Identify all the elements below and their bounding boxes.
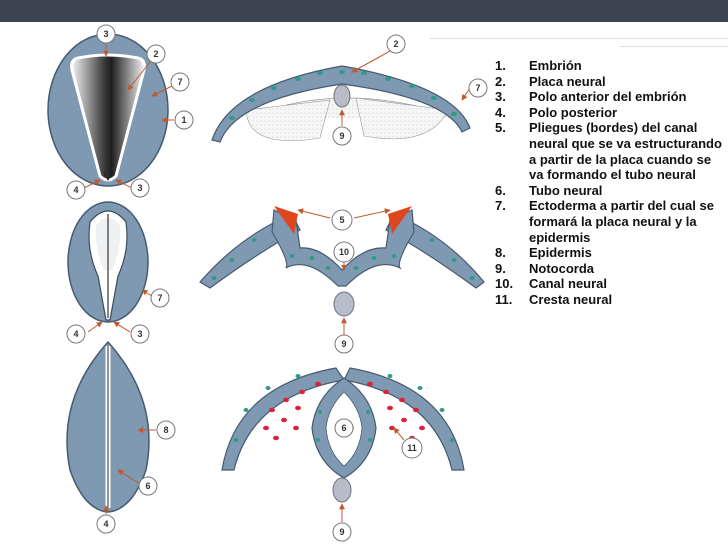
svg-text:6: 6 xyxy=(341,423,346,433)
legend-list: 1. Embrión 2. Placa neural 3. Polo anterior… xyxy=(495,58,725,308)
svg-text:9: 9 xyxy=(339,131,344,141)
svg-text:4: 4 xyxy=(73,329,78,339)
callout-x3-6: 6 xyxy=(334,418,354,438)
svg-text:9: 9 xyxy=(339,527,344,537)
callout-e3-6: 6 xyxy=(138,476,158,496)
legend-item: 7. Ectoderma a partir del cual se formará… xyxy=(495,198,725,245)
callout-e1-3: 3 xyxy=(96,24,116,44)
callout-e2-3: 3 xyxy=(130,324,150,344)
callout-x1-9: 9 xyxy=(332,126,352,146)
legend-item: 11. Cresta neural xyxy=(495,292,725,308)
legend-number: 10. xyxy=(495,276,514,292)
callout-circles: 3 2 7 1 4 3 7 4 3 8 6 4 2 7 9 5 10 9 6 1… xyxy=(66,24,488,542)
legend-number: 7. xyxy=(495,198,506,214)
legend-text: Epidermis xyxy=(529,245,592,261)
svg-text:8: 8 xyxy=(163,425,168,435)
embryo-stage-3 xyxy=(66,340,150,513)
svg-text:3: 3 xyxy=(137,183,142,193)
legend-text: Cresta neural xyxy=(529,291,613,307)
legend-item: 6. Tubo neural xyxy=(495,183,725,199)
svg-text:5: 5 xyxy=(339,215,344,225)
legend-number: 9. xyxy=(495,260,506,276)
legend-number: 2. xyxy=(495,73,506,89)
legend-item: 4. Polo posterior xyxy=(495,105,725,121)
callout-e3-4: 4 xyxy=(96,514,116,534)
legend-item: 2. Placa neural xyxy=(495,74,725,90)
callout-x2-5: 5 xyxy=(331,209,353,231)
callout-x2-9: 9 xyxy=(334,334,354,354)
callout-x3-9: 9 xyxy=(332,522,352,542)
svg-text:3: 3 xyxy=(103,29,108,39)
legend-text: Tubo neural xyxy=(529,182,603,198)
svg-text:2: 2 xyxy=(393,39,398,49)
cross-section-2 xyxy=(199,206,485,317)
callout-e2-7: 7 xyxy=(150,288,170,308)
svg-text:4: 4 xyxy=(73,185,78,195)
callout-e1-1: 1 xyxy=(174,110,194,130)
callout-x1-7: 7 xyxy=(468,78,488,98)
svg-text:2: 2 xyxy=(153,49,158,59)
svg-text:6: 6 xyxy=(145,481,150,491)
callout-x1-2: 2 xyxy=(386,34,406,54)
legend-text: Polo posterior xyxy=(529,104,618,120)
legend-text: Embrión xyxy=(529,58,582,73)
svg-text:7: 7 xyxy=(157,293,162,303)
legend-item: 1. Embrión xyxy=(495,58,725,74)
legend-number: 5. xyxy=(495,120,506,136)
legend-number: 4. xyxy=(495,104,506,120)
callout-e3-8: 8 xyxy=(156,420,176,440)
callout-e1-2: 2 xyxy=(146,44,166,64)
embryo-stage-1 xyxy=(47,33,169,187)
legend-text: Notocorda xyxy=(529,260,594,276)
decor-line xyxy=(620,46,728,47)
legend-number: 6. xyxy=(495,182,506,198)
legend-item: 3. Polo anterior del embrión xyxy=(495,89,725,105)
svg-text:11: 11 xyxy=(407,443,417,453)
callout-e2-4: 4 xyxy=(66,324,86,344)
cross-section-1 xyxy=(211,65,471,143)
legend-text: Ectoderma a partir del cual se formará l… xyxy=(529,198,714,245)
decor-line xyxy=(430,38,728,39)
svg-text:1: 1 xyxy=(181,115,186,125)
legend-item: 5. Pliegues (bordes) del canal neural que… xyxy=(495,120,725,182)
callout-e1-3b: 3 xyxy=(130,178,150,198)
slide-top-bar xyxy=(0,0,728,22)
legend-text: Placa neural xyxy=(529,73,606,89)
legend-number: 8. xyxy=(495,245,506,261)
callout-x2-10: 10 xyxy=(333,241,355,263)
svg-text:9: 9 xyxy=(341,339,346,349)
legend-number: 1. xyxy=(495,58,506,73)
legend-text: Polo anterior del embrión xyxy=(529,89,687,105)
legend-text: Canal neural xyxy=(529,276,608,292)
legend-item: 9. Notocorda xyxy=(495,261,725,277)
leader-arrows xyxy=(83,44,471,522)
svg-text:4: 4 xyxy=(103,519,108,529)
callout-x3-11: 11 xyxy=(401,437,423,459)
legend-number: 3. xyxy=(495,89,506,105)
svg-text:3: 3 xyxy=(137,329,142,339)
callout-e1-7: 7 xyxy=(170,72,190,92)
legend-item: 8. Epidermis xyxy=(495,245,725,261)
legend-number: 11. xyxy=(495,291,513,307)
legend-item: 10. Canal neural xyxy=(495,276,725,292)
embryo-stage-2 xyxy=(67,201,149,323)
svg-text:7: 7 xyxy=(177,77,182,87)
svg-text:10: 10 xyxy=(339,247,349,257)
cross-section-3 xyxy=(221,367,465,503)
svg-text:7: 7 xyxy=(475,83,480,93)
callout-e1-4: 4 xyxy=(66,180,86,200)
legend-text: Pliegues (bordes) del canal neural que s… xyxy=(529,120,722,183)
